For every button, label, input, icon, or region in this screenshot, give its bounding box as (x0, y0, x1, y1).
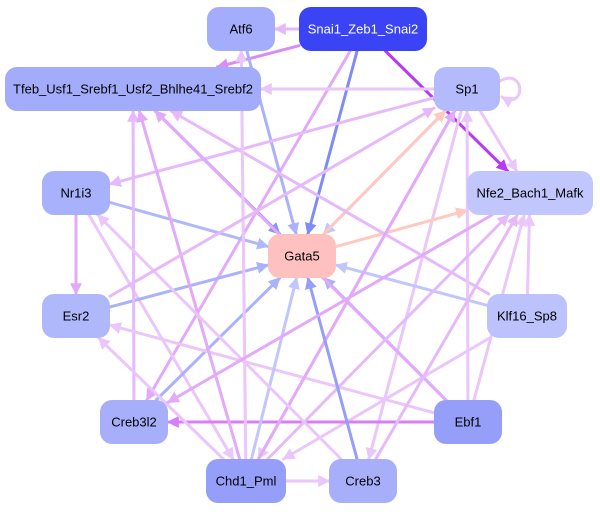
node-box[interactable] (329, 459, 397, 503)
edge-esr2-to-sp1 (108, 106, 436, 298)
edge-nr1i3-to-chd1-pml (87, 213, 235, 461)
node-label: Sp1 (455, 82, 478, 97)
node-label: Gata5 (284, 249, 319, 264)
node-creb3[interactable]: Creb3 (329, 459, 397, 503)
edge-gata5-to-nfe2-bach1-mafk (334, 207, 469, 249)
node-box[interactable] (268, 234, 336, 278)
edge-chd1-pml-to-sp1 (256, 109, 457, 461)
edge-snai1-zeb1-snai2-to-tfeb-usf1-srebf1-usf2-bhlhe41-srebf2 (215, 44, 301, 71)
edge-snai1-zeb1-snai2-to-gata5 (304, 49, 359, 236)
edge-creb3l2-to-gata5 (154, 276, 282, 402)
node-label: Klf16_Sp8 (497, 309, 557, 324)
node-label: Nr1i3 (60, 186, 91, 201)
node-ebf1[interactable]: Ebf1 (434, 400, 502, 444)
node-label: Creb3l2 (111, 415, 157, 430)
edge-klf16-sp8-to-nfe2-bach1-mafk (523, 213, 536, 296)
node-gata5[interactable]: Gata5 (268, 234, 336, 278)
node-nr1i3[interactable]: Nr1i3 (42, 171, 110, 215)
edge-chd1-pml-to-esr2 (97, 336, 225, 461)
node-box[interactable] (207, 7, 275, 51)
node-label: Esr2 (63, 309, 90, 324)
edge-nfe2-bach1-mafk-to-creb3l2 (166, 213, 494, 404)
node-creb3l2[interactable]: Creb3l2 (100, 400, 168, 444)
edge-creb3-to-nr1i3 (96, 213, 343, 461)
node-box[interactable] (467, 171, 593, 215)
edge-sp1-to-nfe2-bach1-mafk (478, 109, 519, 173)
edge-sp1-to-sp1 (498, 76, 522, 108)
node-box[interactable] (434, 67, 500, 111)
node-nfe2-bach1-mafk[interactable]: Nfe2_Bach1_Mafk (467, 171, 593, 215)
node-klf16-sp8[interactable]: Klf16_Sp8 (487, 294, 567, 338)
node-box[interactable] (434, 400, 502, 444)
node-snai1-zeb1-snai2[interactable]: Snai1_Zeb1_Snai2 (299, 7, 427, 51)
node-tfeb-usf1-srebf1-usf2-bhlhe41-srebf2[interactable]: Tfeb_Usf1_Srebf1_Usf2_Bhlhe41_Srebf2 (5, 67, 261, 111)
node-label: Chd1_Pml (216, 474, 277, 489)
node-box[interactable] (100, 400, 168, 444)
node-esr2[interactable]: Esr2 (42, 294, 110, 338)
edge-klf16-sp8-to-tfeb-usf1-srebf1-usf2-bhlhe41-srebf2 (169, 109, 491, 296)
node-label: Creb3 (345, 474, 380, 489)
edge-chd1-pml-to-tfeb-usf1-srebf1-usf2-bhlhe41-srebf2 (136, 109, 242, 461)
edge-chd1-pml-to-nfe2-bach1-mafk (266, 213, 510, 461)
edge-chd1-pml-to-atf6 (235, 49, 248, 461)
node-box[interactable] (42, 171, 110, 215)
node-label: Atf6 (229, 22, 252, 37)
edge-sp1-to-nr1i3 (108, 96, 436, 187)
nodes-layer: Atf6 Snai1_Zeb1_Snai2Tfeb_Usf1_Srebf1_Usf… (5, 7, 593, 503)
node-box[interactable] (487, 294, 567, 338)
node-label: Nfe2_Bach1_Mafk (477, 186, 584, 201)
node-box[interactable] (206, 459, 286, 503)
node-chd1-pml[interactable]: Chd1_Pml (206, 459, 286, 503)
edge-chd1-pml-to-gata5 (249, 276, 300, 461)
edge-creb3l2-to-tfeb-usf1-srebf1-usf2-bhlhe41-srebf2 (127, 109, 140, 402)
node-label: Tfeb_Usf1_Srebf1_Usf2_Bhlhe41_Srebf2 (13, 82, 253, 97)
node-box[interactable] (42, 294, 110, 338)
node-box[interactable] (299, 7, 427, 51)
edge-klf16-sp8-to-gata5 (334, 262, 489, 307)
node-label: Ebf1 (455, 415, 482, 430)
edge-nr1i3-to-gata5 (108, 200, 270, 250)
node-sp1[interactable]: Sp1 (434, 67, 500, 111)
edge-ebf1-to-esr2 (108, 322, 436, 415)
edge-creb3-to-gata5 (304, 276, 359, 461)
node-box[interactable] (5, 67, 261, 111)
edge-creb3-to-nfe2-bach1-mafk (374, 213, 519, 461)
node-label: Snai1_Zeb1_Snai2 (308, 22, 419, 37)
node-atf6[interactable]: Atf6 (207, 7, 275, 51)
edge-gata5-to-sp1 (322, 109, 447, 236)
edge-snai1-zeb1-snai2-to-creb3l2 (145, 49, 352, 402)
